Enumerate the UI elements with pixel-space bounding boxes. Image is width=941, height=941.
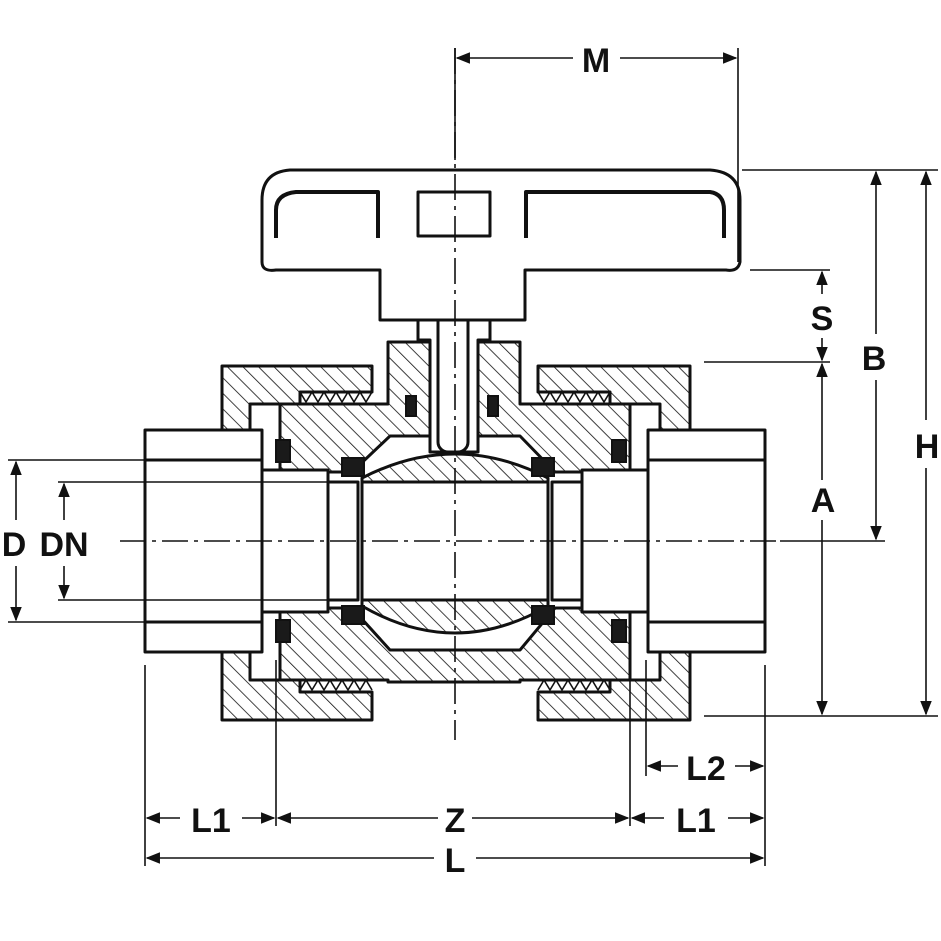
thread-top-left <box>299 390 373 404</box>
handle-hub <box>416 190 492 238</box>
dimension-labels: M S B H A D DN L2 L1 Z L1 L <box>2 42 940 880</box>
stem-oring-right <box>487 395 499 417</box>
label-m: M <box>582 42 610 80</box>
label-dn: DN <box>39 526 88 564</box>
dimensions <box>8 48 938 866</box>
oring-right-bottom <box>611 619 627 643</box>
label-z: Z <box>445 802 466 840</box>
label-s: S <box>811 300 834 338</box>
seal-top-left <box>341 457 365 477</box>
oring-left-bottom <box>275 619 291 643</box>
label-l: L <box>445 842 466 880</box>
label-l1-right: L1 <box>676 802 716 840</box>
thread-top-right <box>537 390 611 404</box>
thread-bottom-left <box>299 678 373 692</box>
seal-bottom-right <box>531 605 555 625</box>
stem-oring-left <box>405 395 417 417</box>
oring-right-top <box>611 439 627 463</box>
seal-top-right <box>531 457 555 477</box>
label-d: D <box>2 526 27 564</box>
label-h: H <box>915 428 940 466</box>
label-l1-left: L1 <box>191 802 231 840</box>
label-l2: L2 <box>686 750 726 788</box>
handle-grip-left <box>274 190 380 238</box>
label-b: B <box>862 340 887 378</box>
left-socket-bore <box>143 458 264 624</box>
label-a: A <box>811 482 836 520</box>
left-union-nut-bottom <box>220 650 374 722</box>
right-socket-bore <box>646 458 767 624</box>
handle-grip-right <box>524 190 726 238</box>
seal-bottom-left <box>341 605 365 625</box>
thread-bottom-right <box>537 678 611 692</box>
handle <box>260 168 742 322</box>
oring-left-top <box>275 439 291 463</box>
t-handle <box>260 168 742 322</box>
